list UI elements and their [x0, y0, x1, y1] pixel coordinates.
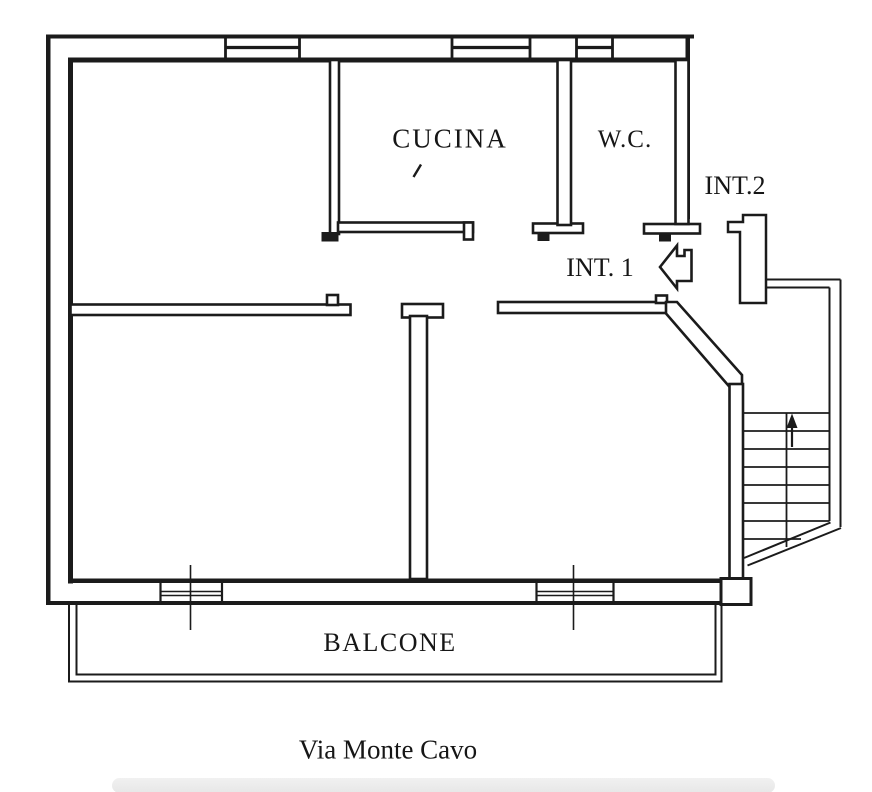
entrance-label-int2: INT.2	[704, 171, 766, 200]
int2-door-post	[726, 213, 768, 305]
pen-tick-mark	[412, 163, 423, 178]
balcony-outline	[68, 605, 723, 683]
staircase	[743, 412, 842, 567]
window-living-room	[224, 36, 301, 61]
street-name-label: Via Monte Cavo	[298, 734, 478, 765]
window-wc	[575, 36, 614, 61]
stairs-up-arrow-icon	[786, 413, 798, 447]
entrance-label-int1: INT. 1	[566, 253, 634, 282]
room-label-cucina: CUCINA	[392, 123, 508, 154]
window-symbols	[224, 36, 614, 61]
entry-arrow-icon	[658, 241, 693, 293]
balcony-label: BALCONE	[323, 628, 457, 657]
exterior-walls	[46, 34, 722, 605]
stair-winder-line	[747, 527, 842, 567]
french-door-right	[535, 565, 615, 630]
room-label-wc: W.C.	[597, 126, 653, 153]
french-doors	[159, 565, 615, 630]
horizontal-scrollbar[interactable]	[112, 778, 775, 792]
bottom-wall	[68, 577, 753, 606]
interior-walls	[69, 58, 745, 581]
window-cucina	[450, 36, 532, 61]
french-door-left	[159, 565, 224, 630]
stair-winder-line	[743, 521, 831, 559]
landing-wall	[766, 278, 842, 527]
entrance-landing	[726, 213, 842, 527]
